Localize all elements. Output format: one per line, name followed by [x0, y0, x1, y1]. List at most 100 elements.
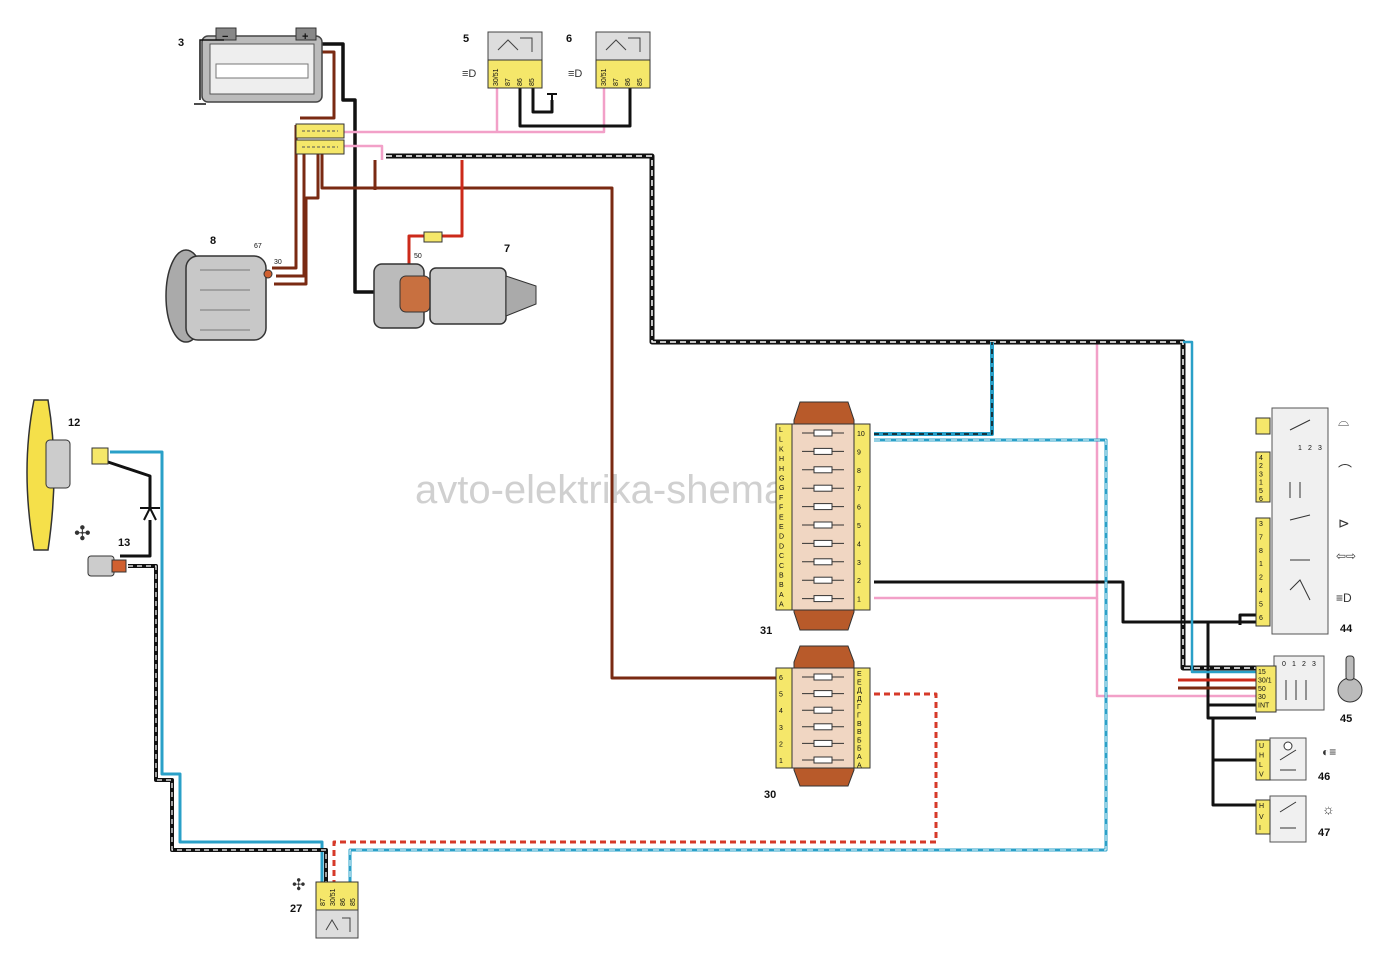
- wiper-icon: ⌒: [1338, 463, 1352, 479]
- fuse-block-31-left-pin: A: [779, 602, 784, 609]
- temp-sensor-number: 13: [118, 537, 130, 549]
- fuse-block-30-left-pin: 4: [779, 708, 783, 715]
- fuse: [813, 595, 833, 603]
- fog-switch-pin: H: [1259, 753, 1264, 760]
- ignition-switch-pin: 30: [1258, 694, 1266, 701]
- fuse: [813, 503, 833, 511]
- stalk-switch-pin: 3: [1259, 521, 1263, 528]
- stalk-switch-pin: 7: [1259, 534, 1263, 541]
- fuse-block-30-right-pin: Е: [857, 671, 862, 678]
- fuse-block-31-right-pin: 2: [857, 578, 861, 585]
- fuse-block-31-left-pin: B: [779, 573, 784, 580]
- stalk-switch-pin: 6: [1259, 615, 1263, 622]
- fuse: [813, 756, 833, 764]
- fuse-block-30-right-pin: Б: [857, 746, 862, 753]
- fog-switch-number: 46: [1318, 771, 1330, 783]
- ignition-switch-pin: 15: [1258, 669, 1266, 676]
- fan-relay-pin: 86: [340, 898, 347, 906]
- fuse-block-30-left-pin: 6: [779, 675, 783, 682]
- fuse-block-30-right-pin: А: [857, 754, 862, 761]
- stalk-switch-pin: 4: [1259, 455, 1263, 462]
- battery: − + 3: [178, 27, 323, 105]
- ignition-switch-pin: 50: [1258, 686, 1266, 693]
- fuse: [813, 539, 833, 547]
- fuse-block-31-left-pin: F: [779, 495, 783, 502]
- fuse: [813, 429, 833, 437]
- ignition-switch-position: 3: [1312, 661, 1316, 668]
- horn-icon: ⊳: [1338, 515, 1350, 531]
- fuse-block-31-left-pin: C: [779, 553, 784, 560]
- fog-switch-pin: U: [1259, 743, 1264, 750]
- generator-number: 8: [210, 235, 216, 247]
- watermark: avto-elektrika-shema.ru: [415, 468, 833, 512]
- fog-light-icon: ◐≡: [1322, 745, 1336, 759]
- fuse-block-31-left-pin: E: [779, 524, 784, 531]
- battery-plus-label: +: [302, 31, 308, 43]
- battery-minus-label: −: [222, 31, 228, 43]
- turn-signal-icon: ⇦⇨: [1336, 549, 1356, 563]
- fuse: [813, 690, 833, 698]
- headlight-icon: ≡D: [1336, 591, 1352, 605]
- stalk-switch-number: 44: [1340, 623, 1353, 635]
- stalk-switch-pin: 3: [1259, 471, 1263, 478]
- generator-terminal-30: 30: [274, 259, 282, 266]
- fuse-block-30-left-pin: 3: [779, 725, 783, 732]
- fan-relay-pin: 87: [320, 898, 327, 906]
- light-switch-pin: V: [1259, 814, 1264, 821]
- fuse-block-31-left-pin: B: [779, 582, 784, 589]
- fan-motor: 12 ✣: [26, 399, 109, 551]
- fuse-block-31-left-pin: K: [779, 446, 784, 453]
- ignition-switch-position: 1: [1292, 661, 1296, 668]
- fuse-block-30-right-pin: Д: [857, 696, 862, 703]
- stalk-switch-pin: 5: [1259, 601, 1263, 608]
- windshield-washer-icon: ⌓: [1338, 413, 1349, 429]
- fan-icon: ✣: [74, 523, 91, 545]
- fuse-block-31-right-pin: 1: [857, 597, 861, 604]
- fuse-block-31-right-pin: 10: [857, 431, 865, 438]
- wires: [107, 42, 1256, 882]
- relay-6-pin: 87: [613, 78, 620, 86]
- light-switch-pin: I: [1259, 825, 1261, 832]
- starter: 7 50: [373, 231, 537, 329]
- ignition-switch-pin: 30/1: [1258, 677, 1272, 684]
- relay-5-number: 5: [463, 33, 469, 45]
- stalk-switch-pin: 2: [1259, 463, 1263, 470]
- relay-5-pin: 87: [505, 78, 512, 86]
- relay-6-pin: 85: [637, 78, 644, 86]
- fuse-block-30-right-pin: Б: [857, 737, 862, 744]
- fuse-block-30-left-pin: 5: [779, 692, 783, 699]
- stalk-switch-pin: 5: [1259, 488, 1263, 495]
- fuse: [813, 558, 833, 566]
- starter-number: 7: [504, 243, 510, 255]
- relay-6-number: 6: [566, 33, 572, 45]
- fan-relay-pin: 30/51: [330, 888, 337, 906]
- fuse: [813, 466, 833, 474]
- fuse-block-31-left-pin: D: [779, 534, 784, 541]
- fuse: [813, 739, 833, 747]
- fuse-block-31-right-pin: 4: [857, 541, 861, 548]
- relay-6-pin: 30/51: [601, 68, 608, 86]
- fuse-block-30-right-pin: В: [857, 721, 862, 728]
- fuse: [813, 706, 833, 714]
- relay-5-pin: 30/51: [493, 68, 500, 86]
- fan-relay-number: 27: [290, 903, 302, 915]
- fan-relay: 27 87 30/51 86 85 ✣: [290, 877, 359, 939]
- stalk-switch-pin: 4: [1259, 588, 1263, 595]
- relay-5: 5 30/51 87 86 85 ≡D: [462, 31, 543, 89]
- ignition-switch-position: 2: [1302, 661, 1306, 668]
- fuse-block-30-left-pin: 1: [779, 758, 783, 765]
- relay-6-pin: 86: [625, 78, 632, 86]
- fuse-block-31-right-pin: 9: [857, 449, 861, 456]
- stalk-switch-position: 2: [1308, 445, 1312, 452]
- fuse: [813, 723, 833, 731]
- fuse-block-31-right-pin: 6: [857, 505, 861, 512]
- stalk-switch-pin: 8: [1259, 548, 1263, 555]
- fuse-block-30-right-pin: В: [857, 729, 862, 736]
- fuse-block-30-right-pin: Д: [857, 688, 862, 695]
- generator: 8 67 30: [165, 235, 282, 343]
- stalk-switch-pin: 6: [1259, 496, 1263, 503]
- fan-motor-number: 12: [68, 417, 80, 429]
